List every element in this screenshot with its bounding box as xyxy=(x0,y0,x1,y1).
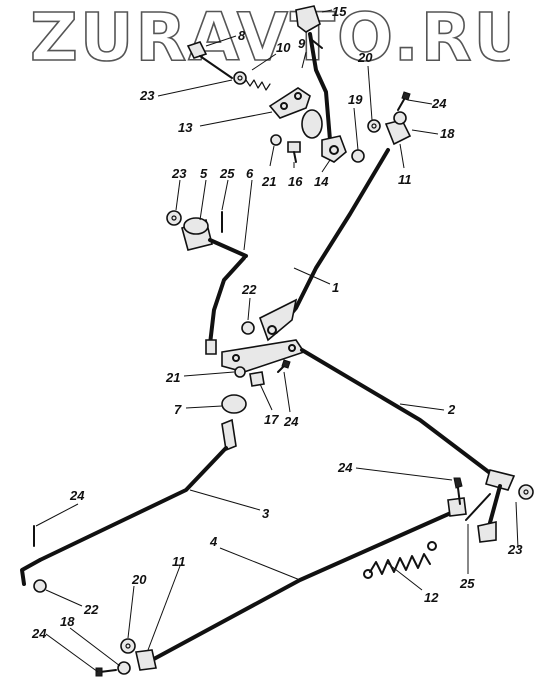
part-18-nut-bottom xyxy=(117,661,131,675)
part-22-washer-left xyxy=(33,579,47,593)
callout-11-bottom: 11 xyxy=(172,554,186,569)
part-11-joint-top xyxy=(384,111,412,146)
part-7-knob xyxy=(221,394,247,452)
watermark-text: ZURAVTO.RU xyxy=(30,2,510,72)
part-24-pin-mid xyxy=(277,359,291,373)
part-24-pin-right xyxy=(453,477,463,505)
callout-2: 2 xyxy=(447,402,456,417)
callout-25-right: 25 xyxy=(459,576,475,591)
callout-1: 1 xyxy=(332,280,339,295)
part-25-pin-right xyxy=(465,493,491,521)
callout-9: 9 xyxy=(298,36,306,51)
part-21-nut-mid xyxy=(234,366,246,378)
part-20-washer-bottom xyxy=(120,638,136,654)
part-23-nut-mid xyxy=(166,210,182,226)
callout-23-mid: 23 xyxy=(171,166,187,181)
callout-23-top: 23 xyxy=(139,88,155,103)
callout-24-bottom: 24 xyxy=(31,626,47,641)
callout-16: 16 xyxy=(288,174,303,189)
part-14-lever-base xyxy=(321,135,347,163)
callout-17: 17 xyxy=(264,412,279,427)
part-8-bolt xyxy=(186,41,233,79)
part-17-bolt xyxy=(249,371,265,387)
callout-20-top: 20 xyxy=(357,50,373,65)
part-5-bushing xyxy=(181,217,213,251)
callout-5: 5 xyxy=(200,166,208,181)
part-13-bracket xyxy=(268,87,311,119)
callout-24-mid: 24 xyxy=(283,414,299,429)
callout-13: 13 xyxy=(178,120,193,135)
callout-10: 10 xyxy=(276,40,291,55)
callout-labels: 15 8 9 10 20 23 24 13 19 18 21 16 14 11 … xyxy=(31,4,523,641)
part-21-nut-top xyxy=(270,134,282,146)
part-12-spring xyxy=(363,541,437,579)
callout-24-right: 24 xyxy=(337,460,353,475)
callout-11-top: 11 xyxy=(398,172,412,187)
part-24-pin-bottom xyxy=(95,667,117,677)
part-2-rod xyxy=(221,339,516,543)
callout-18-top: 18 xyxy=(440,126,455,141)
callout-23-right: 23 xyxy=(507,542,523,557)
callout-4: 4 xyxy=(209,534,218,549)
callout-20-bottom: 20 xyxy=(131,572,147,587)
part-15-knob xyxy=(295,5,321,33)
part-19-nut xyxy=(351,149,365,163)
callout-21-mid: 21 xyxy=(165,370,180,385)
watermark-logo: ZURAVTO.RU xyxy=(30,2,510,72)
callout-18-bottom: 18 xyxy=(60,614,75,629)
part-20-washer-top xyxy=(367,119,381,133)
callout-14: 14 xyxy=(314,174,329,189)
part-23-nut-right xyxy=(518,484,534,500)
callout-21-top: 21 xyxy=(261,174,276,189)
callout-6: 6 xyxy=(246,166,254,181)
part-9-lever xyxy=(308,32,332,142)
part-23-nut-top xyxy=(233,71,247,85)
callout-24-left: 24 xyxy=(69,488,85,503)
callout-7: 7 xyxy=(174,402,182,417)
callout-25-mid: 25 xyxy=(219,166,235,181)
callout-24-top: 24 xyxy=(431,96,447,111)
part-22-washer-mid xyxy=(241,321,255,335)
part-1-rod xyxy=(259,148,390,342)
part-6-link xyxy=(205,238,248,355)
part-16-bolt xyxy=(287,141,301,163)
callout-22-left: 22 xyxy=(83,602,99,617)
callout-22-mid: 22 xyxy=(241,282,257,297)
part-disc xyxy=(301,109,323,139)
part-24-pin-top xyxy=(397,91,411,111)
part-10-spring xyxy=(245,79,271,91)
callout-12: 12 xyxy=(424,590,439,605)
callout-15: 15 xyxy=(332,4,347,19)
callout-19: 19 xyxy=(348,92,363,107)
callout-8: 8 xyxy=(238,28,246,43)
part-11-joint-bottom xyxy=(135,649,157,671)
callout-3: 3 xyxy=(262,506,270,521)
part-3-rod xyxy=(20,446,228,586)
part-4-rod xyxy=(150,497,467,662)
leader-lines xyxy=(35,9,519,673)
